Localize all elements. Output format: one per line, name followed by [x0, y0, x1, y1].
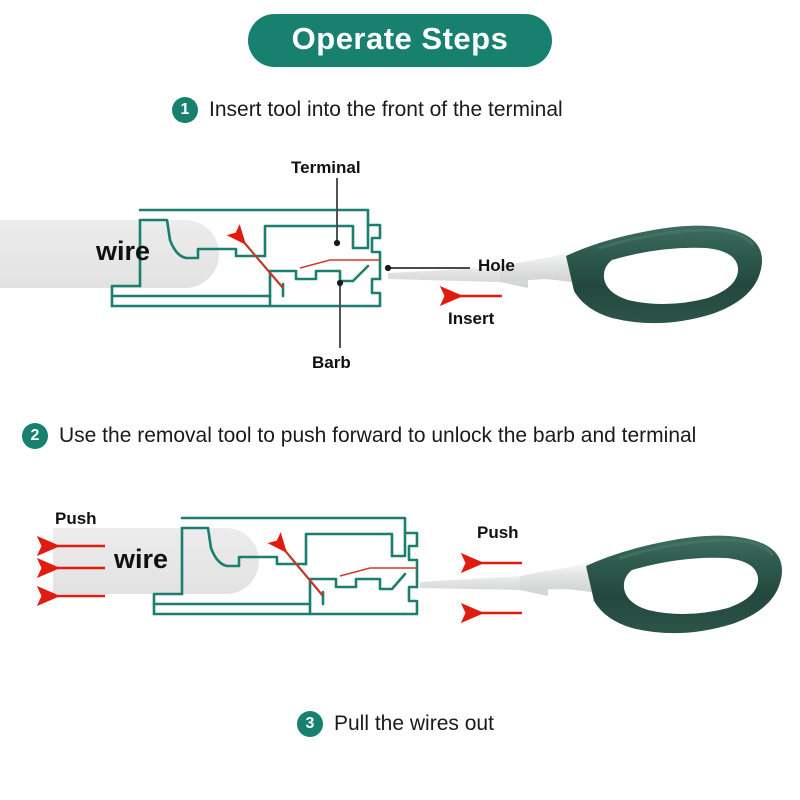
label-push-right: Push [477, 523, 519, 542]
step-3-text: Pull the wires out [334, 712, 494, 736]
tool-blade [420, 570, 548, 596]
terminal-outline [110, 208, 382, 308]
label-wire-1: wire [96, 236, 151, 266]
step-1-row: 1 Insert tool into the front of the term… [172, 97, 563, 123]
terminal-red-arrow [226, 224, 380, 289]
step-3-badge: 3 [297, 711, 323, 737]
label-barb: Barb [312, 353, 351, 372]
header: Operate Steps [0, 14, 800, 67]
step-2-badge: 2 [22, 423, 48, 449]
step-1-badge: 1 [172, 97, 198, 123]
push-arrows-right [460, 552, 522, 624]
label-wire-2: wire [114, 544, 169, 574]
leader-lines [333, 178, 470, 348]
wire-body [0, 220, 219, 288]
step-2-text: Use the removal tool to push forward to … [59, 424, 697, 448]
terminal-outline [152, 516, 419, 616]
removal-tool [500, 225, 762, 324]
label-insert: Insert [448, 309, 495, 328]
tool-blade [388, 260, 528, 288]
label-push-left: Push [55, 509, 97, 528]
step-3-row: 3 Pull the wires out [297, 711, 494, 737]
wire-body [53, 528, 259, 594]
step-1-text: Insert tool into the front of the termin… [209, 98, 563, 122]
terminal-red-arrow [267, 532, 417, 597]
insert-tool-diagram: Terminal Hole Barb Insert wire [0, 148, 800, 388]
page-title: Operate Steps [247, 14, 553, 67]
label-hole: Hole [478, 256, 515, 275]
push-arrows-left [36, 535, 105, 607]
label-terminal: Terminal [291, 158, 361, 177]
push-forward-diagram: Push Push wire [0, 478, 800, 668]
step-2-row: 2 Use the removal tool to push forward t… [22, 423, 696, 449]
removal-tool [520, 535, 782, 634]
